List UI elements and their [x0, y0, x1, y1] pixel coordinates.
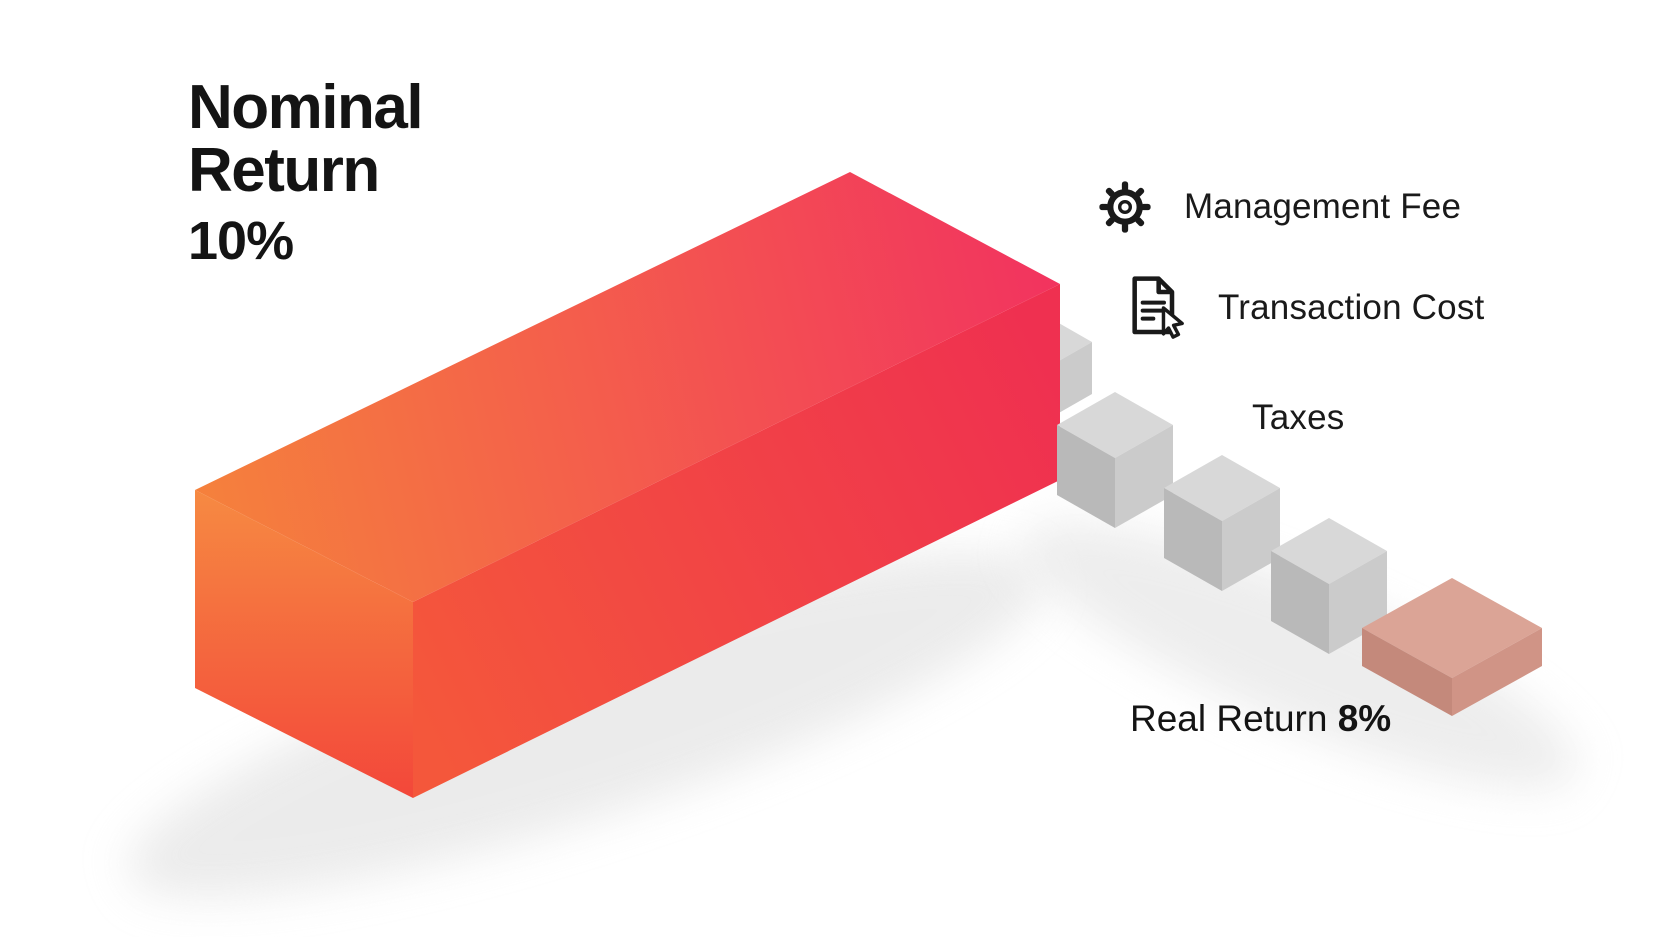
deduction-cube-1 — [1057, 392, 1173, 528]
cubes-shadow — [1022, 522, 1578, 788]
floor-shadows — [127, 522, 1578, 898]
chart-title: Nominal Return 10% — [188, 73, 424, 272]
nominal-return-bar — [195, 172, 1060, 798]
real-return-caption: Real Return 8% — [1130, 698, 1391, 740]
legend-item-transaction-cost: Transaction Cost — [1124, 276, 1484, 340]
bar-front-face — [413, 284, 1060, 798]
document-cursor-icon — [1132, 276, 1184, 339]
legend-item-management-fee: Management Fee — [1096, 178, 1461, 236]
real-return-value: 8% — [1337, 698, 1392, 739]
title-line-1: Nominal — [188, 73, 424, 142]
legend-label-transaction-cost: Transaction Cost — [1218, 288, 1485, 327]
real-return-text: Real Return — [1130, 698, 1338, 739]
deduction-cube-2 — [1164, 455, 1280, 591]
gear-icon — [1099, 181, 1151, 233]
bar-end-face — [195, 490, 413, 798]
nominal-return-value: 10% — [188, 211, 294, 272]
legend-label-management-fee: Management Fee — [1184, 187, 1462, 226]
real-return-slab — [1362, 578, 1542, 716]
legend-label-taxes: Taxes — [1252, 398, 1345, 437]
bar-top-face — [195, 172, 1060, 602]
bar-shadow — [127, 552, 1043, 898]
title-line-2: Return — [188, 136, 380, 206]
legend-item-taxes: Taxes — [1252, 398, 1344, 438]
